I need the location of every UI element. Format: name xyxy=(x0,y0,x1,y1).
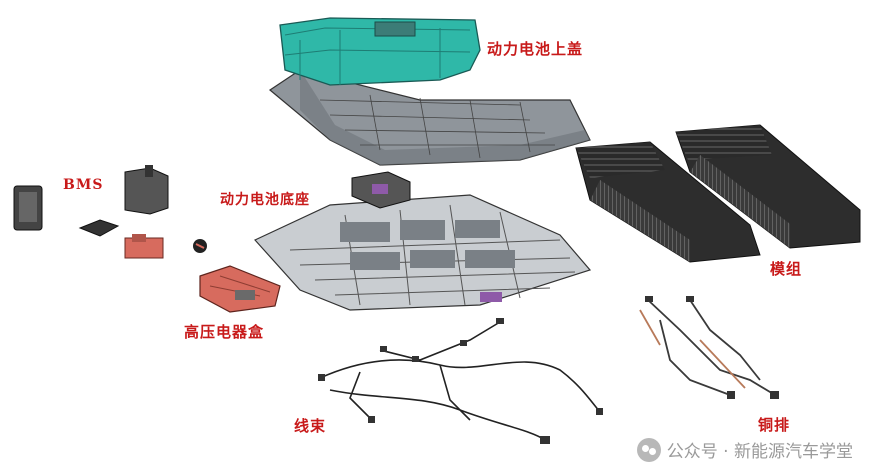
watermark-text: 公众号 · 新能源汽车学堂 xyxy=(666,442,853,462)
label-top-cover: 动力电池上盖 xyxy=(487,40,584,58)
base-tray-part xyxy=(254,171,592,311)
wechat-icon xyxy=(636,437,661,462)
label-bms: BMS xyxy=(63,177,104,193)
copper-busbar-part xyxy=(639,296,779,399)
label-hv-box: 高压电器盒 xyxy=(184,323,265,341)
label-modules: 模组 xyxy=(770,260,803,278)
wire-harness-part xyxy=(318,318,603,444)
bms-parts xyxy=(13,165,207,259)
label-harness: 线束 xyxy=(294,417,327,435)
label-base: 动力电池底座 xyxy=(220,192,310,208)
label-busbar: 铜排 xyxy=(758,416,791,434)
top-cover-part xyxy=(268,17,591,166)
battery-modules-part xyxy=(575,124,861,263)
hv-box-part xyxy=(199,265,281,313)
watermark: 公众号 · 新能源汽车学堂 xyxy=(636,437,853,462)
